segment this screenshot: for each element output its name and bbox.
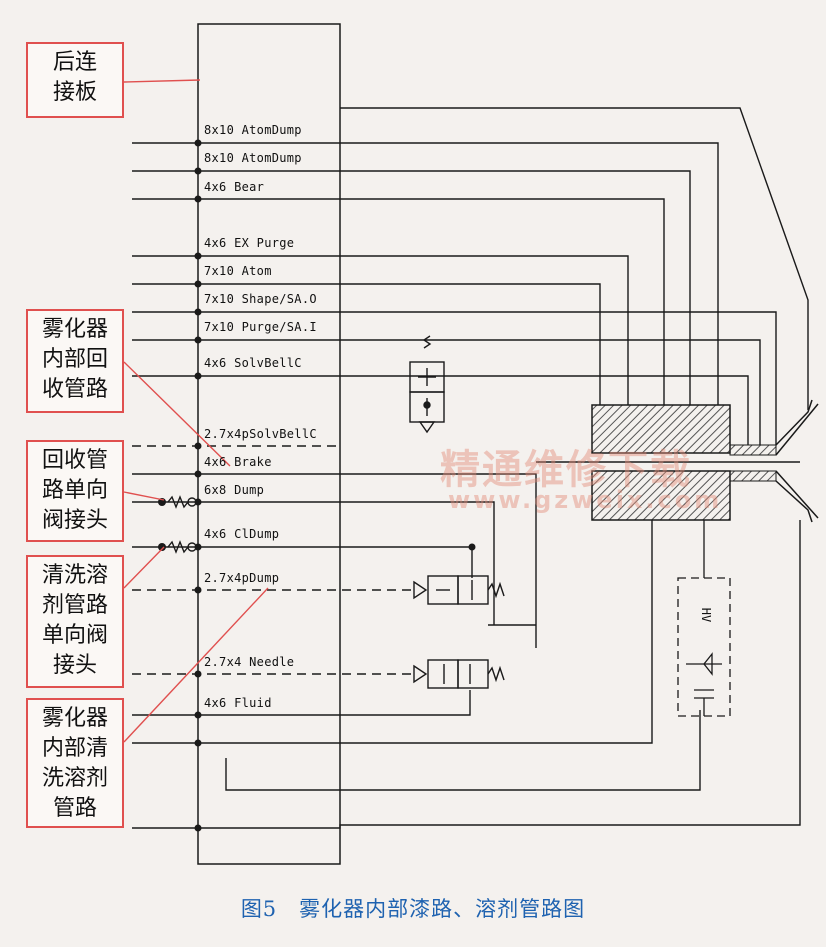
- line-ex-purge: [132, 255, 629, 405]
- line-brake: [132, 473, 537, 648]
- port-label: 2.7x4pSolvBellC: [204, 427, 317, 441]
- callout-line: 内部清: [41, 736, 108, 761]
- port-label: 2.7x4 Needle: [204, 655, 295, 669]
- line-cldump: [132, 546, 473, 578]
- callout-line: 接头: [52, 653, 97, 678]
- hv-module: [677, 520, 731, 717]
- port-label: 4x6 Bear: [204, 180, 265, 194]
- callout-line: 管路: [52, 796, 97, 821]
- port-label: 8x10 AtomDump: [204, 123, 302, 137]
- callout-solvent-pipe: 雾化器 内部清 洗溶剂 管路: [26, 698, 124, 828]
- solenoid-valve-low-icon: [413, 576, 536, 689]
- line-bear: [132, 198, 665, 405]
- line-return-3: [132, 520, 801, 829]
- callout-line: 雾化器: [41, 317, 108, 342]
- watermark-url: www.gzweix.com: [448, 486, 723, 514]
- callout-recovery-pipe: 雾化器 内部回 收管路: [26, 309, 124, 413]
- line-top-outer: [340, 107, 809, 410]
- line-return-2: [225, 710, 701, 791]
- port-label: 4x6 EX Purge: [204, 236, 295, 250]
- solenoid-valve-mid-icon: [413, 575, 505, 605]
- dashed-lines: [132, 445, 414, 675]
- callout-line: 收管路: [41, 377, 108, 402]
- watermark-text: 精通维修下载: [440, 446, 692, 493]
- port-label: 4x6 Fluid: [204, 696, 272, 710]
- callout-line: 回收管: [41, 448, 108, 473]
- callout-line: 剂管路: [41, 593, 108, 618]
- callout-line: 阀接头: [41, 508, 108, 533]
- line-dump: [132, 501, 495, 576]
- port-label: 7x10 Shape/SA.O: [204, 292, 317, 306]
- port-lines: [132, 107, 809, 829]
- line-shape: [132, 311, 777, 445]
- hv-label: HV: [699, 607, 714, 623]
- solenoid-valve-top-icon: [409, 335, 445, 434]
- line-atom: [132, 283, 601, 405]
- port-label: 7x10 Purge/SA.I: [204, 320, 317, 334]
- bell-cup: [775, 399, 819, 523]
- callout-line: 路单向: [41, 478, 108, 503]
- atomizer-body: [536, 404, 800, 521]
- line-return-1: [132, 520, 653, 744]
- port-label: 2.7x4pDump: [204, 571, 280, 585]
- callout-leaders: [123, 79, 269, 743]
- callout-line: 接板: [52, 80, 97, 105]
- port-label: 7x10 Atom: [204, 264, 272, 278]
- port-label: 8x10 AtomDump: [204, 151, 302, 165]
- figure-caption: 图5 雾化器内部漆路、溶剂管路图: [240, 897, 586, 921]
- solvent-check-valve-icon: [167, 540, 197, 554]
- callout-line: 洗溶剂: [41, 766, 108, 791]
- callout-line: 后连: [52, 50, 97, 75]
- callout-line: 内部回: [41, 347, 108, 372]
- port-label: 4x6 Brake: [204, 455, 272, 469]
- line-atomdump-1: [132, 142, 719, 405]
- callout-line: 单向阀: [41, 623, 108, 648]
- callout-recovery-check-valve: 回收管 路单向 阀接头: [26, 440, 124, 542]
- line-purge: [132, 339, 761, 445]
- line-atomdump-2: [132, 170, 691, 405]
- port-label: 4x6 ClDump: [204, 527, 280, 541]
- recovery-check-valve-icon: [167, 495, 197, 509]
- rear-connection-board: [197, 23, 341, 865]
- port-label: 6x8 Dump: [204, 483, 265, 497]
- callout-solvent-check-valve: 清洗溶 剂管路 单向阀 接头: [26, 555, 124, 688]
- port-label: 4x6 SolvBellC: [204, 356, 302, 370]
- callout-rear-board: 后连 接板: [26, 42, 124, 118]
- callout-line: 清洗溶: [41, 563, 108, 588]
- line-fluid: [132, 690, 471, 716]
- callout-line: 雾化器: [41, 706, 108, 731]
- line-solvbellc: [132, 375, 749, 445]
